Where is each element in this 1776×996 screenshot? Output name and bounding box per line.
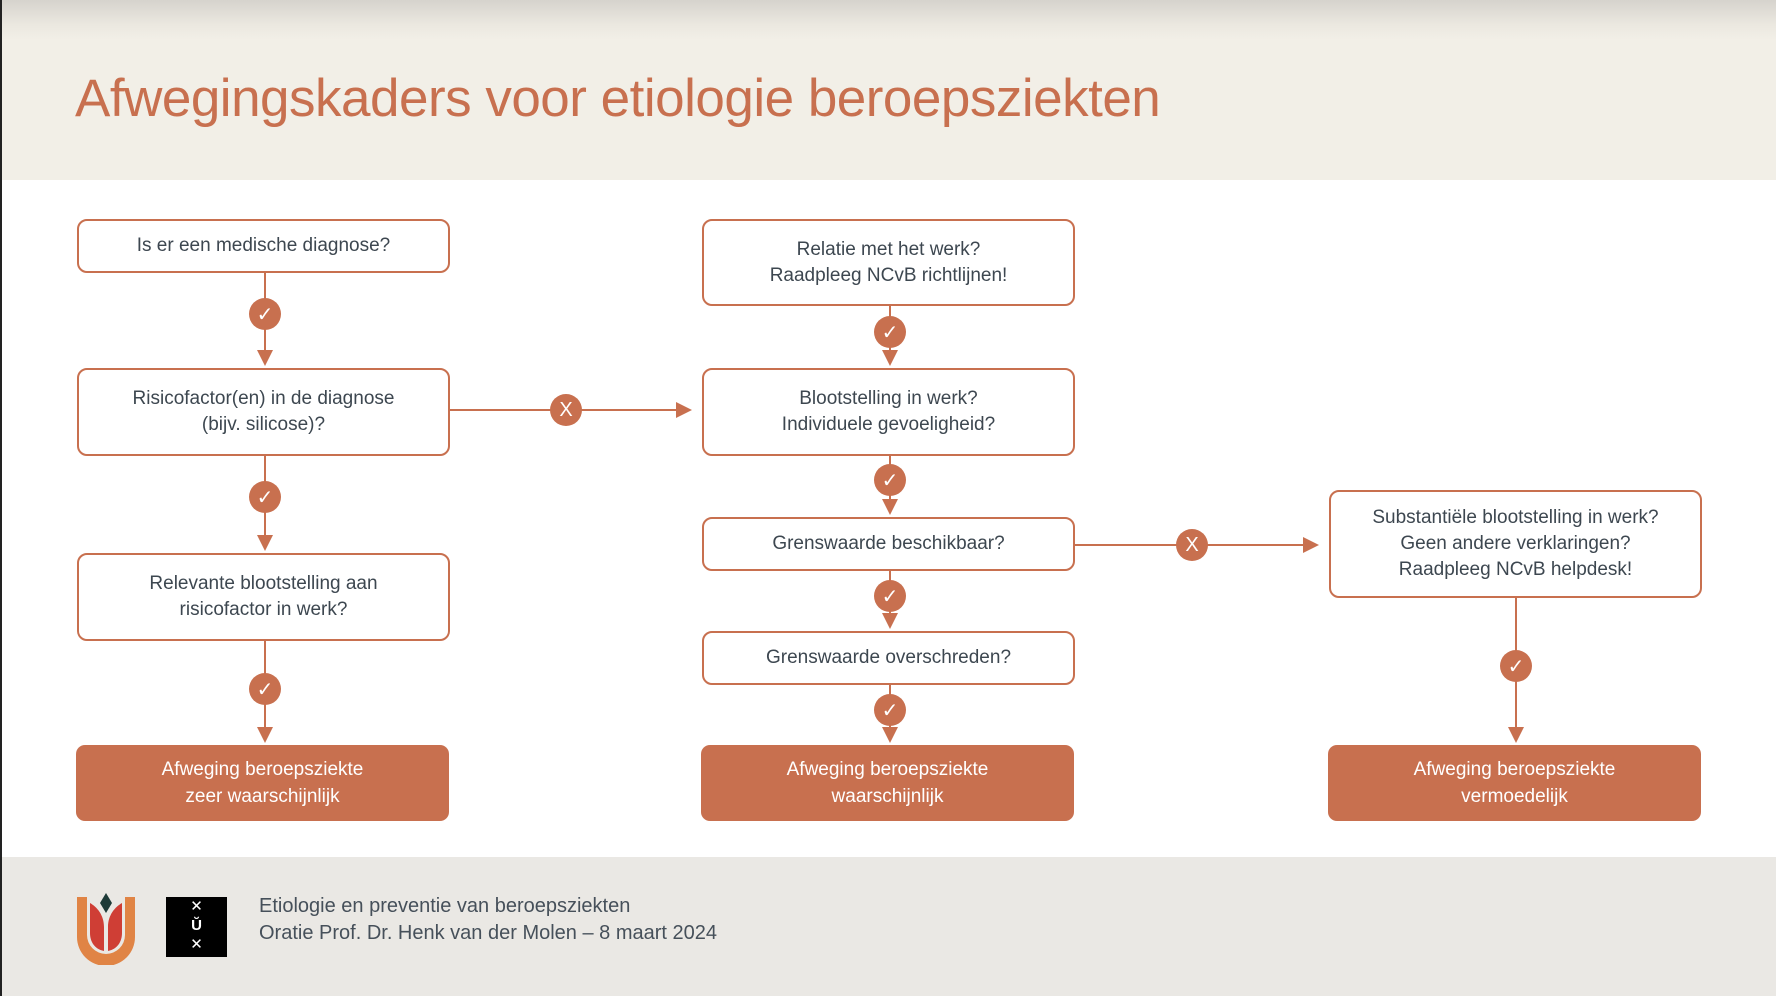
question-box: Relevante blootstelling aan risicofactor… [77,553,450,641]
result-box: Afweging beroepsziekte waarschijnlijk [701,745,1074,821]
check-icon: ✓ [874,464,906,496]
tulip-logo [77,893,135,965]
question-box: Relatie met het werk? Raadpleeg NCvB ric… [702,219,1075,306]
check-icon: ✓ [249,481,281,513]
question-box: Substantiële blootstelling in werk? Geen… [1329,490,1702,598]
page-title: Afwegingskaders voor etiologie beroepszi… [75,69,1161,128]
check-icon: ✓ [874,316,906,348]
left-edge [0,0,2,996]
x-icon: X [1176,529,1208,561]
check-icon: ✓ [874,580,906,612]
check-icon: ✓ [874,694,906,726]
question-box: Is er een medische diagnose? [77,219,450,273]
result-box: Afweging beroepsziekte zeer waarschijnli… [76,745,449,821]
x-icon: X [550,394,582,426]
check-icon: ✓ [249,298,281,330]
uva-logo: ✕Ŭ✕ [166,897,227,957]
footer-line-1: Etiologie en preventie van beroepsziekte… [259,895,631,917]
question-box: Grenswaarde beschikbaar? [702,517,1075,571]
question-box: Blootstelling in werk? Individuele gevoe… [702,368,1075,456]
check-icon: ✓ [1500,650,1532,682]
footer-line-2: Oratie Prof. Dr. Henk van der Molen – 8 … [259,922,717,944]
footer [2,857,1776,996]
result-box: Afweging beroepsziekte vermoedelijk [1328,745,1701,821]
check-icon: ✓ [249,673,281,705]
question-box: Grenswaarde overschreden? [702,631,1075,685]
header [2,0,1776,180]
question-box: Risicofactor(en) in de diagnose (bijv. s… [77,368,450,456]
